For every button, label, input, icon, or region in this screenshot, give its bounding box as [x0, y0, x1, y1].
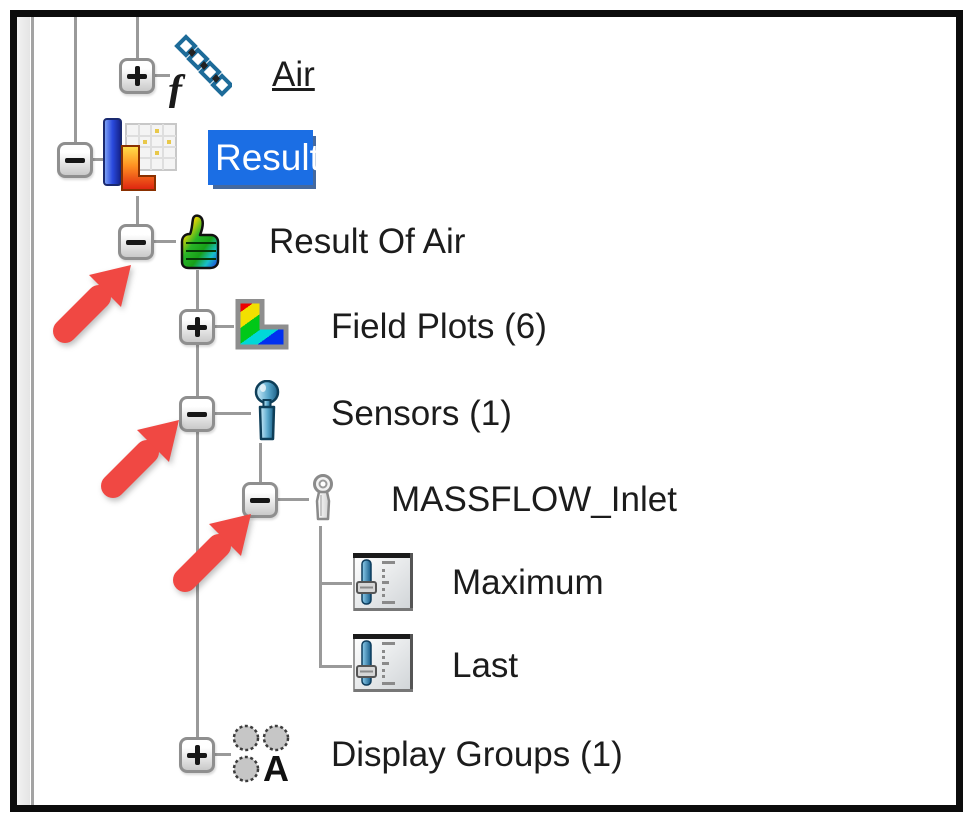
result-of-air-expander[interactable] — [118, 224, 154, 260]
field-plots-contour-icon[interactable] — [232, 299, 290, 351]
tree-line — [154, 240, 176, 243]
tree-line — [196, 270, 199, 737]
svg-text:A: A — [263, 748, 289, 785]
tree-line — [215, 753, 231, 756]
tree-line — [136, 17, 139, 58]
tree-item-result-selected[interactable]: Result — [208, 130, 320, 185]
annotation-arrow-icon — [53, 265, 131, 343]
tree-item-air[interactable]: Air — [272, 55, 315, 94]
result-of-air-hand-icon[interactable] — [176, 212, 222, 270]
display-groups-icon[interactable]: A — [230, 723, 292, 785]
tree-item-field-plots[interactable]: Field Plots (6) — [331, 307, 547, 346]
tree-item-result-of-air[interactable]: Result Of Air — [269, 222, 466, 261]
tree-line — [215, 325, 234, 328]
annotation-arrow-icon — [173, 514, 251, 592]
tree-item-maximum[interactable]: Maximum — [452, 563, 604, 602]
material-function-icon[interactable]: f — [168, 34, 232, 108]
tree-line — [74, 17, 77, 142]
massflow-inlet-expander[interactable] — [242, 482, 278, 518]
massflow-pin-icon[interactable] — [310, 474, 336, 528]
annotation-arrow-icon — [101, 420, 179, 498]
tree-item-massflow-inlet[interactable]: MASSFLOW_Inlet — [391, 480, 677, 519]
tree-line — [93, 158, 106, 161]
tree-line — [319, 526, 322, 668]
result-expander[interactable] — [57, 142, 93, 178]
tree-item-last[interactable]: Last — [452, 646, 519, 685]
air-expander[interactable] — [119, 58, 155, 94]
svg-text:f: f — [168, 68, 186, 108]
tree-line — [278, 498, 309, 501]
field-plots-expander[interactable] — [179, 309, 215, 345]
tree-line — [155, 74, 170, 77]
result-chart-icon[interactable] — [102, 118, 178, 200]
panel-gutter — [17, 17, 30, 805]
sensors-pin-icon[interactable] — [252, 380, 282, 444]
tree-line — [215, 412, 251, 415]
last-slider-icon[interactable] — [352, 633, 416, 695]
tree-item-sensors[interactable]: Sensors (1) — [331, 394, 512, 433]
tree-item-display-groups[interactable]: Display Groups (1) — [331, 735, 623, 774]
sensors-expander[interactable] — [179, 396, 215, 432]
maximum-slider-icon[interactable] — [352, 552, 416, 614]
display-groups-expander[interactable] — [179, 737, 215, 773]
tree-line — [136, 196, 139, 224]
tree-line — [319, 665, 352, 668]
tree-line — [319, 582, 352, 585]
panel-gutter-edge — [31, 17, 34, 805]
tree-line — [259, 443, 262, 482]
